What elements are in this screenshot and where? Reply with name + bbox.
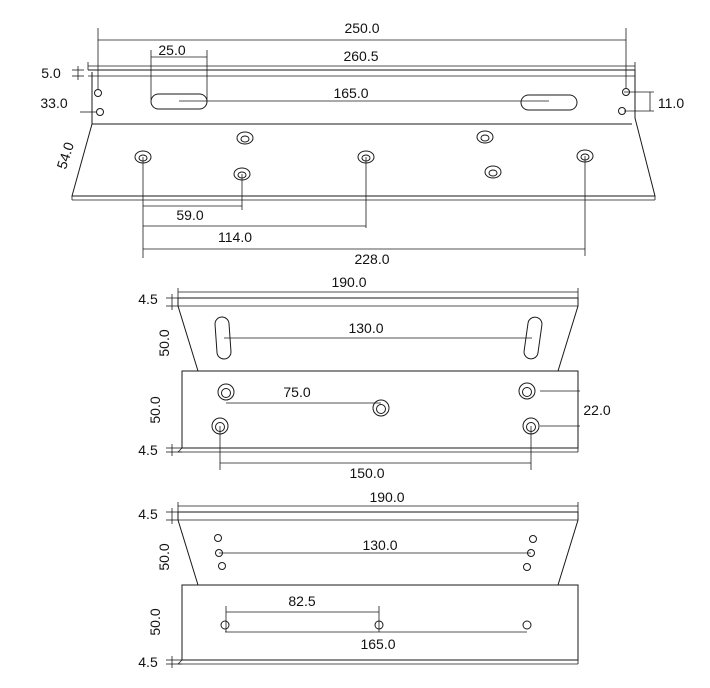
dim-165: 165.0 [333, 85, 368, 101]
dim-82-5: 82.5 [288, 593, 315, 609]
dim-4-5-top: 4.5 [138, 506, 158, 522]
dim-114: 114.0 [218, 229, 252, 245]
dim-11: 11.0 [658, 95, 684, 111]
dim-25: 25.0 [158, 42, 185, 58]
dim-75: 75.0 [283, 384, 310, 400]
dim-50-bottom: 50.0 [147, 608, 163, 635]
dim-130: 130.0 [362, 537, 397, 553]
dim-260-5: 260.5 [343, 48, 378, 64]
slot-right [520, 94, 578, 111]
dim-4-5-bottom: 4.5 [138, 442, 158, 458]
dim-190: 190.0 [331, 274, 366, 290]
top-bracket: 250.0 260.5 25.0 165.0 5.0 33.0 11.0 54.… [40, 20, 684, 267]
slot-left [150, 93, 208, 110]
dim-50-top: 50.0 [156, 543, 172, 570]
middle-bracket: 190.0 4.5 50.0 130.0 75.0 22.0 50.0 4.5 … [138, 274, 611, 481]
dim-54: 54.0 [53, 140, 77, 171]
dim-4-5-bottom: 4.5 [138, 654, 158, 670]
dim-33: 33.0 [40, 95, 67, 111]
dim-59: 59.0 [176, 207, 203, 223]
dim-228: 228.0 [354, 251, 389, 267]
bottom-bracket: 190.0 4.5 50.0 130.0 82.5 50.0 165.0 4.5 [138, 489, 579, 670]
dim-22: 22.0 [583, 402, 610, 418]
dim-50-top: 50.0 [156, 329, 172, 356]
dim-190: 190.0 [369, 489, 404, 505]
dim-50-bottom: 50.0 [147, 396, 163, 423]
slot-right [523, 316, 543, 360]
dim-150: 150.0 [349, 465, 384, 481]
dim-130: 130.0 [348, 320, 383, 336]
dim-4-5-top: 4.5 [138, 291, 158, 307]
dim-165: 165.0 [360, 636, 395, 652]
dim-250: 250.0 [344, 20, 379, 36]
slot-left [214, 316, 232, 360]
dim-5: 5.0 [41, 65, 61, 81]
